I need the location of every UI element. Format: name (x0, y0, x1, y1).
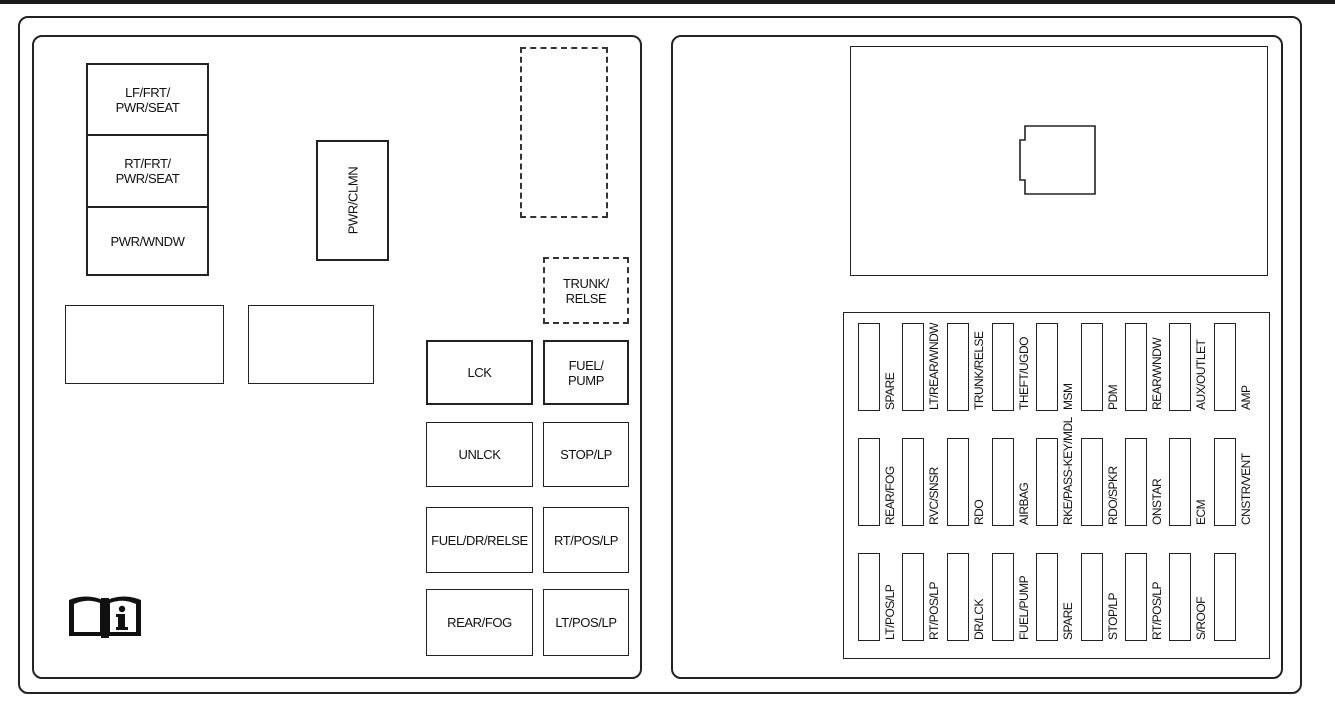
fuse-slot (902, 323, 924, 411)
fuse-label: SPARE (1061, 602, 1075, 640)
fuse-label: LT/POS/LP (883, 584, 897, 640)
fuse-label: S/ROOF (1194, 596, 1208, 640)
fuse-label: RVC/SNSR (927, 467, 941, 525)
fuse-label: ECM (1194, 499, 1208, 525)
fuse-slot (992, 553, 1014, 641)
relay-pwr-clmn: PWR/CLMN (316, 140, 389, 261)
fuse-label: RT/POS/LP (927, 582, 941, 640)
empty-slot-mid (248, 305, 374, 384)
fuse-slot (947, 553, 969, 641)
fuse-label: RKE/PASS-KEY/MDL (1061, 417, 1075, 525)
relay-label: REAR/FOG (447, 615, 512, 630)
fuse-slot (1081, 438, 1103, 526)
fuse-label: AMP (1239, 385, 1253, 410)
fuse-slot (1169, 553, 1191, 641)
fuse-label: RT/POS/LP (1150, 582, 1164, 640)
fuse-block-outline (18, 16, 1302, 694)
relay-label: TRUNK/ RELSE (563, 275, 609, 306)
fuse-slot (1214, 553, 1236, 641)
fuse-slot (1169, 323, 1191, 411)
top-border-line (0, 0, 1335, 4)
manual-info-icon (69, 596, 141, 638)
fuse-slot (1125, 553, 1147, 641)
relay-label: UNLCK (458, 447, 501, 462)
relay-trunk-relse: TRUNK/ RELSE (543, 257, 629, 324)
relay-unlck: UNLCK (426, 422, 533, 487)
relay-label: PWR/WNDW (110, 233, 185, 249)
mini-fuse-block (843, 312, 1270, 659)
fuse-slot (858, 553, 880, 641)
fuse-slot (1214, 438, 1236, 526)
fuse-slot (902, 553, 924, 641)
fuse-slot (992, 438, 1014, 526)
relay-rt-pos-lp: RT/POS/LP (543, 507, 629, 573)
fusible-link-cavity (850, 46, 1268, 276)
fuse-slot (902, 438, 924, 526)
fuse-slot (1036, 323, 1058, 411)
fuse-label: AIRBAG (1017, 482, 1031, 525)
relay-label: LCK (467, 365, 492, 380)
fuse-slot (947, 323, 969, 411)
relay-fuel-dr-relse: FUEL/DR/RELSE (426, 507, 533, 573)
fuse-label: MSM (1061, 383, 1075, 411)
fuse-label: RDO/SPKR (1106, 466, 1120, 525)
fuse-slot (1125, 323, 1147, 411)
relay-label: FUEL/ PUMP (568, 357, 604, 388)
relay-rt-frt-pwr-seat: RT/FRT/ PWR/SEAT (86, 134, 209, 208)
relay-label: LT/POS/LP (555, 615, 617, 630)
fuse-slot (1169, 438, 1191, 526)
fuse-slot (1036, 553, 1058, 641)
relay-label: PWR/CLMN (344, 166, 360, 235)
empty-slot-left (65, 305, 224, 384)
fuse-slot (1081, 553, 1103, 641)
fuse-label: CNSTR/VENT (1239, 453, 1253, 525)
fuse-label: REAR/FOG (883, 466, 897, 525)
relay-fuel-pump: FUEL/ PUMP (543, 340, 629, 405)
fuse-slot (992, 323, 1014, 411)
fuse-slot (1081, 323, 1103, 411)
relay-lt-pos-lp: LT/POS/LP (543, 589, 629, 656)
connector-outline (1019, 125, 1096, 195)
relay-lf-frt-pwr-seat: LF/FRT/ PWR/SEAT (86, 63, 209, 136)
relay-label: STOP/LP (560, 447, 612, 462)
fuse-label: DR/LCK (972, 598, 986, 640)
fuse-slot (1214, 323, 1236, 411)
fuse-label: REAR/WNDW (1150, 337, 1164, 410)
relay-stop-lp: STOP/LP (543, 422, 629, 487)
fuse-label: PDM (1106, 384, 1120, 410)
fuse-label: SPARE (883, 372, 897, 410)
fuse-slot (1125, 438, 1147, 526)
fuse-label: FUEL/PUMP (1017, 575, 1031, 640)
fuse-slot (858, 323, 880, 411)
fuse-label: STOP/LP (1106, 593, 1120, 640)
fuse-label: ONSTAR (1150, 478, 1164, 525)
relay-label: RT/FRT/ PWR/SEAT (115, 156, 180, 186)
empty-slot-top-right (520, 47, 608, 218)
fuse-label: RDO (972, 499, 986, 525)
fuse-slot (1036, 438, 1058, 526)
relay-rear-fog: REAR/FOG (426, 589, 533, 656)
fuse-label: TRUNK/RELSE (972, 331, 986, 410)
fuse-slot (858, 438, 880, 526)
relay-lck: LCK (426, 340, 533, 405)
fuse-label: LT/REAR/WNDW (927, 322, 941, 410)
relay-label: FUEL/DR/RELSE (431, 532, 528, 548)
fuse-slot (947, 438, 969, 526)
relay-label: LF/FRT/ PWR/SEAT (115, 84, 180, 115)
fuse-label: AUX/OUTLET (1194, 339, 1208, 410)
relay-label: RT/POS/LP (553, 532, 619, 548)
relay-pwr-wndw: PWR/WNDW (86, 206, 209, 276)
fuse-label: THEFT/UGDO (1017, 337, 1031, 410)
